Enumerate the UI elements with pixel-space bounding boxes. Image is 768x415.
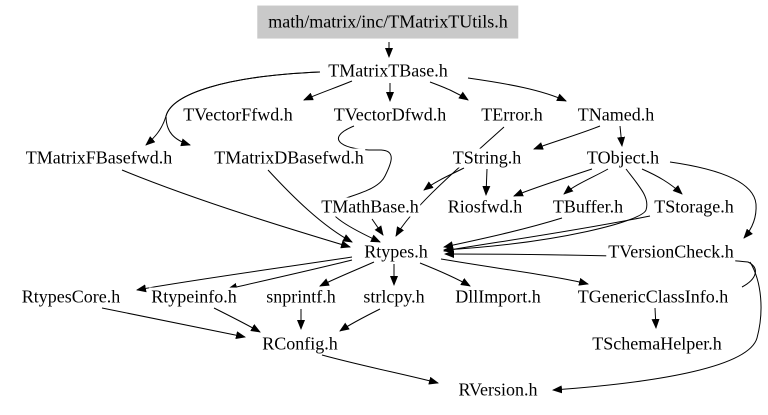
graph-node-TVectorFfwd[interactable]: TVectorFfwd.h [181,104,295,125]
graph-node-RtypesCore[interactable]: RtypesCore.h [19,286,123,307]
edge-TString-Riosfwd [482,168,491,196]
graph-node-TString[interactable]: TString.h [450,147,524,168]
graph-node-TMatrixFBasefwd[interactable]: TMatrixFBasefwd.h [23,147,175,168]
graph-node-TSchemaHelper[interactable]: TSchemaHelper.h [590,333,724,354]
graph-node-Rtypeinfo[interactable]: Rtypeinfo.h [149,286,239,307]
edge-TBuffer-Rtypes [443,217,563,250]
edges-group [101,42,762,394]
edge-TObject-Riosfwd [513,168,593,197]
edge-TObject-TVersionCheck [669,161,757,239]
graph-node-TVectorDfwd[interactable]: TVectorDfwd.h [331,104,449,125]
edge-TVectorDfwd-Rtypes [330,125,392,243]
graph-node-DllImport[interactable]: DllImport.h [453,286,543,307]
graph-node-Riosfwd[interactable]: Riosfwd.h [445,196,525,217]
edge-strlcpy-RConfig [339,308,381,332]
edge-Rtypes-DllImport [419,262,471,287]
graph-node-TMatrixDBasefwd[interactable]: TMatrixDBasefwd.h [212,147,366,168]
edge-Rtypes-TGenericClassInfo [440,258,589,286]
edge-TMatrixFBasefwd-Rtypes [121,169,351,249]
edge-TStorage-Rtypes [443,215,651,254]
edge-TObject-TStorage [641,168,683,195]
edge-TString-TMathBase [423,167,465,191]
graph-node-Rtypes[interactable]: Rtypes.h [362,241,430,262]
edge-TGenericClassInfo-TSchemaHelper [651,307,660,329]
graph-node-TMatrixTUtils[interactable]: math/matrix/inc/TMatrixTUtils.h [257,5,519,39]
edge-TMathBase-Rtypes [371,218,384,236]
edge-RConfig-RVersion [321,354,439,385]
edge-TMatrixTBase-TVectorFfwd [303,80,353,101]
edge-Rtypes-snprintf [319,261,375,287]
graph-node-strlcpy[interactable]: strlcpy.h [361,286,427,307]
edge-TObject-TBuffer [563,168,609,195]
graph-node-TError[interactable]: TError.h [479,104,545,125]
graph-node-TBuffer[interactable]: TBuffer.h [550,196,626,217]
edge-TNamed-TString [533,125,601,150]
graph-node-RVersion[interactable]: RVersion.h [456,379,540,400]
edge-RtypesCore-RConfig [101,307,246,340]
edge-Rtypes-Rtypeinfo [227,259,353,291]
edge-TMatrixTBase-TNamed [467,77,567,102]
graph-node-TMatrixTBase[interactable]: TMatrixTBase.h [326,60,450,81]
edge-Rtypeinfo-RConfig [213,307,261,333]
graph-node-TMathBase[interactable]: TMathBase.h [319,196,421,217]
edge-TVersionCheck-RVersion [552,261,762,394]
edge-TMatrixTBase-TMatrixDBasefwd [165,71,321,147]
graph-node-TObject[interactable]: TObject.h [584,147,662,168]
edge-TMatrixDBasefwd-Rtypes [267,169,353,243]
graph-node-TStorage[interactable]: TStorage.h [652,196,736,217]
graph-node-RConfig[interactable]: RConfig.h [260,333,340,354]
graph-node-TVersionCheck[interactable]: TVersionCheck.h [606,241,736,262]
edge-TNamed-TObject [617,125,626,147]
graph-node-TGenericClassInfo[interactable]: TGenericClassInfo.h [575,286,731,307]
graph-node-snprintf[interactable]: snprintf.h [264,286,338,307]
edge-TMatrixTBase-TError [429,81,469,101]
edge-TObject-Rtypes [443,168,648,254]
edge-TError-Rtypes [395,126,505,237]
graph-node-TNamed[interactable]: TNamed.h [575,104,657,125]
edge-Rtypes-RtypesCore [136,256,353,293]
